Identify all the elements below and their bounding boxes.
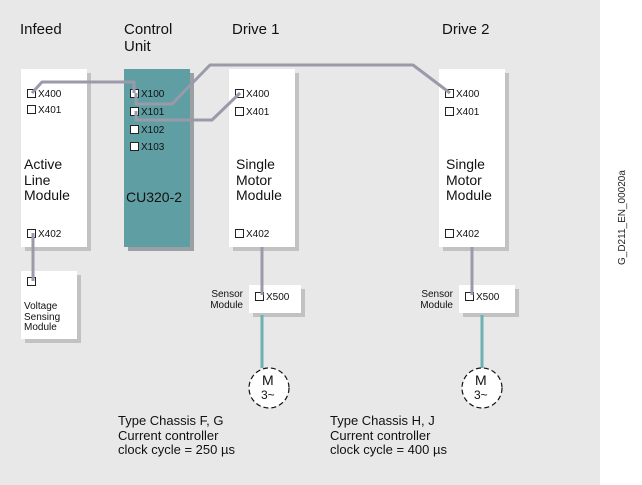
active-line-module	[21, 69, 87, 247]
caption-drive-2: Type Chassis H, J Current controller clo…	[330, 413, 447, 458]
cu-port-x102: X102	[130, 125, 164, 137]
drive1-module-name: Single Motor Module	[236, 156, 282, 204]
sensor-module-1-label: Sensor Module	[210, 289, 243, 311]
motor-1-letter: M	[262, 372, 274, 388]
header-drive-1: Drive 1	[232, 21, 280, 38]
motor-1-icon	[248, 367, 290, 409]
wire-cu-to-drive1	[134, 91, 242, 122]
motor-2-icon	[461, 367, 503, 409]
figure-id: G_D211_EN_00020a	[617, 170, 628, 265]
header-infeed: Infeed	[20, 21, 62, 38]
sensor-module-2-label: Sensor Module	[420, 289, 453, 311]
drive-1-motor-module	[229, 69, 295, 247]
wire-cu-to-drive2	[134, 63, 451, 106]
cu-port-x103: X103	[130, 142, 164, 154]
drive2-port-x401: X401	[445, 107, 479, 119]
cu-name: CU320-2	[126, 189, 183, 205]
motor-2-phase: 3~	[474, 388, 488, 402]
caption-drive-1: Type Chassis F, G Current controller clo…	[118, 413, 235, 458]
drive2-port-x402: X402	[445, 229, 479, 241]
motor-1-phase: 3~	[261, 388, 275, 402]
drive2-module-name: Single Motor Module	[446, 156, 492, 204]
infeed-module-name: Active Line Module	[24, 156, 70, 204]
drive1-port-x401: X401	[235, 107, 269, 119]
infeed-port-x400: X400	[27, 89, 61, 101]
drive-2-motor-module	[439, 69, 505, 247]
wire-infeed-to-cu	[30, 80, 136, 95]
sensor-1-port-x500: X500	[255, 292, 289, 304]
header-control-unit-line2: Unit	[124, 38, 151, 55]
infeed-port-x401: X401	[27, 105, 61, 117]
header-drive-2: Drive 2	[442, 21, 490, 38]
vsm-label: Voltage Sensing Module	[24, 301, 61, 333]
header-control-unit-line1: Control	[124, 21, 173, 38]
drive1-port-x402: X402	[235, 229, 269, 241]
sensor-2-port-x500: X500	[465, 292, 499, 304]
motor-2-letter: M	[475, 372, 487, 388]
